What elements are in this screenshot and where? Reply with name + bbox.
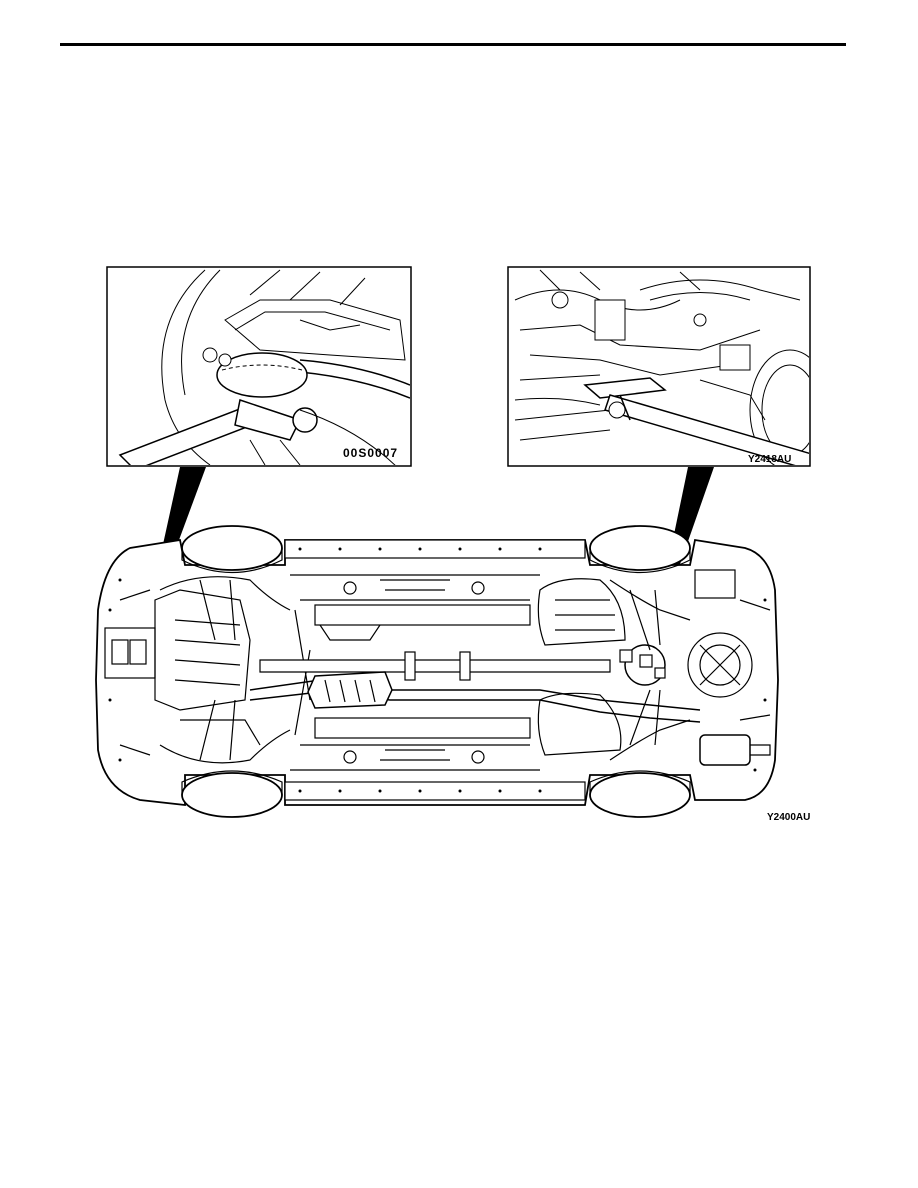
catalytic-converter xyxy=(308,672,392,708)
driveshaft xyxy=(260,660,610,672)
underbody-figure-label: Y2400AU xyxy=(767,812,810,823)
front-jack-point-inset: 00S0007 xyxy=(107,267,411,470)
rear-right-wheel xyxy=(590,771,690,817)
vehicle-underbody xyxy=(96,526,778,817)
inset-label-front: 00S0007 xyxy=(343,446,398,460)
front-right-wheel xyxy=(182,771,282,817)
rear-jack-point-inset: Y2418AU xyxy=(508,267,830,470)
inset-label-rear: Y2418AU xyxy=(748,454,791,465)
